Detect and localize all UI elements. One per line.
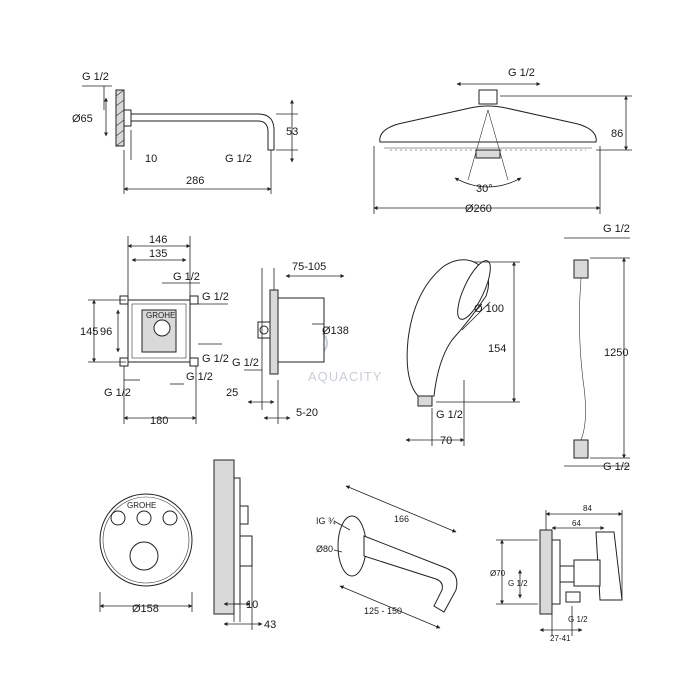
body-width-label: 180 <box>150 415 168 427</box>
spout-rosette <box>337 515 367 577</box>
arm-flange <box>123 109 132 127</box>
control-plate-drawing: GROHE Ø158 10 43 <box>99 459 276 631</box>
side-dia-label: Ø138 <box>322 325 349 337</box>
head-shower-drawing: G 1/2 30° 86 Ø260 <box>373 67 632 215</box>
wall-hatch <box>115 89 125 147</box>
body-thread-bl-label: G 1/2 <box>104 387 131 399</box>
hose-length-label: 1250 <box>604 347 628 359</box>
wall-union-drawing: 84 64 Ø70 G 1/2 G 1/2 27-41 <box>490 504 623 643</box>
body-logo: GROHE <box>146 311 175 320</box>
spout-body <box>363 535 458 613</box>
hand-length-label: 154 <box>488 343 506 355</box>
side-body <box>277 297 325 363</box>
arm-thread-end-label: G 1/2 <box>225 153 252 165</box>
hand-d70-label: 70 <box>440 435 452 447</box>
body-thread-r-label: G 1/2 <box>202 291 229 303</box>
body-w1-label: 146 <box>149 234 167 246</box>
hand-thread-label: G 1/2 <box>436 409 463 421</box>
body-w2-label: 135 <box>149 248 167 260</box>
control-d43-label: 43 <box>264 619 276 631</box>
hose-bottom-fitting <box>573 439 589 459</box>
arm-length-label: 286 <box>186 175 204 187</box>
spout-length-label: 166 <box>394 514 409 524</box>
union-d64-label: 64 <box>572 519 581 528</box>
union-range-label: 27-41 <box>550 634 571 643</box>
hand-dia-label: Ø 100 <box>474 303 504 315</box>
control-button-3 <box>162 510 178 526</box>
spout-range-label: 125 - 150 <box>364 606 402 616</box>
body-front-drawing: GROHE 146 135 G 1/2 G 1/2 G 1/2 145 96 G… <box>80 234 229 427</box>
control-side-wall <box>213 459 235 615</box>
head-body <box>379 105 597 143</box>
side-d25-label: 25 <box>226 387 238 399</box>
hand-shower-face <box>457 260 491 320</box>
control-button-1 <box>110 510 126 526</box>
body-side-drawing: 75-105 Ø138 G 1/2 25 5-20 <box>226 261 349 424</box>
head-center-nozzle <box>475 149 501 159</box>
union-thread-label: G 1/2 <box>508 579 528 588</box>
arm-drop-label: 53 <box>286 126 298 138</box>
hose-top-fitting <box>573 259 589 279</box>
arm-depth-label: 10 <box>145 153 157 165</box>
spout-dia-label: Ø80 <box>316 544 333 554</box>
hose-thread-bottom-label: G 1/2 <box>603 461 630 473</box>
head-angle-label: 30° <box>476 183 493 195</box>
spout-thread-label: IG ¾ <box>316 516 336 526</box>
body-thread-br-label: G 1/2 <box>186 371 213 383</box>
control-button-2 <box>136 510 152 526</box>
body-h1-label: 145 <box>80 326 98 338</box>
arm-pipe <box>130 113 275 151</box>
control-logo: GROHE <box>127 501 156 510</box>
head-connector <box>478 89 498 105</box>
union-thread-bottom-label: G 1/2 <box>568 615 588 624</box>
spout-drawing: IG ¾ Ø80 166 125 - 150 <box>316 485 458 629</box>
head-thread-label: G 1/2 <box>508 67 535 79</box>
arm-dia-label: Ø65 <box>72 113 93 125</box>
union-dia-label: Ø70 <box>490 569 506 578</box>
side-depth-label: 75-105 <box>292 261 326 273</box>
head-dia-label: Ø260 <box>465 203 492 215</box>
side-thread-label: G 1/2 <box>232 357 259 369</box>
side-wall-plate <box>269 289 279 375</box>
body-h2-label: 96 <box>100 326 112 338</box>
hose-drawing: G 1/2 1250 G 1/2 <box>564 223 630 473</box>
hand-shower-drawing: 154 Ø 100 G 1/2 70 <box>405 259 520 447</box>
union-d84-label: 84 <box>583 504 592 513</box>
body-thread-rl-label: G 1/2 <box>202 353 229 365</box>
body-thread-tr-label: G 1/2 <box>173 271 200 283</box>
watermark-text: AQUACITY <box>308 369 382 384</box>
control-dia-label: Ø158 <box>132 603 159 615</box>
arm-thread-top-label: G 1/2 <box>82 71 109 83</box>
hand-shower-connector <box>417 395 433 407</box>
hose-thread-top-label: G 1/2 <box>603 223 630 235</box>
shower-arm-drawing: G 1/2 Ø65 10 G 1/2 286 53 <box>72 71 298 194</box>
side-d520-label: 5-20 <box>296 407 318 419</box>
union-wall <box>539 529 553 615</box>
control-main-knob <box>129 541 159 571</box>
head-height-label: 86 <box>611 128 623 140</box>
